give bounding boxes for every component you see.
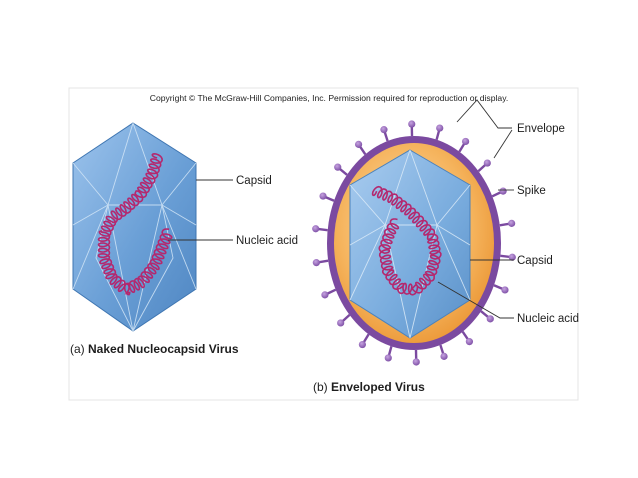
spike-stem: [317, 227, 328, 232]
enveloped-nucleic-acid: [371, 185, 442, 296]
spike-knob: [486, 315, 494, 323]
spike-stem: [326, 288, 337, 296]
envelope-pointer-2: [493, 129, 513, 159]
spike-stem: [338, 167, 348, 176]
spike-knob: [508, 253, 516, 261]
naked-capsid-facets: [72, 122, 197, 332]
spike-knob: [337, 319, 345, 327]
spike-stem: [435, 129, 441, 140]
envelope-label: Envelope: [517, 123, 565, 135]
spike-knob: [358, 340, 366, 349]
spike-knob: [499, 187, 507, 195]
enveloped-caption-title: Enveloped Virus: [331, 380, 425, 394]
spike-knob: [334, 163, 342, 171]
enveloped-capsid: [349, 149, 471, 339]
spike-knob: [312, 225, 320, 233]
spike-stem: [458, 142, 466, 153]
spike-stem: [324, 195, 335, 202]
enveloped-caption-prefix: (b): [313, 380, 331, 394]
naked-capsid: [72, 122, 197, 332]
spike-knob: [436, 124, 444, 132]
spike-knob: [465, 338, 474, 346]
naked-caption: (a) Naked Nucleocapsid Virus: [70, 342, 239, 356]
spike-knob: [321, 291, 329, 299]
enveloped-nucleic-acid-label: Nucleic acid: [517, 313, 579, 325]
spike-stem: [491, 190, 502, 198]
envelope-spikes: [312, 120, 516, 366]
spike-knob: [408, 120, 416, 128]
spike-stem: [500, 254, 511, 259]
naked-virus: [72, 122, 197, 332]
spike-knob: [440, 352, 448, 360]
spike-knob: [483, 159, 491, 167]
naked-nucleic-acid: [97, 152, 173, 296]
spike-knob: [508, 219, 516, 227]
enveloped-capsid-label: Capsid: [517, 255, 553, 267]
spike-stem: [362, 333, 370, 344]
spike-label: Spike: [517, 185, 546, 197]
spike-knob: [501, 286, 509, 294]
spike-stem: [387, 346, 393, 357]
spike-stem: [318, 259, 329, 264]
spike-knob: [462, 137, 470, 146]
spike-knob: [380, 126, 388, 134]
envelope-pointer: [456, 99, 512, 129]
spike-stem: [480, 310, 490, 319]
naked-caption-prefix: (a): [70, 342, 88, 356]
spike-stem: [341, 314, 351, 323]
spike-knob: [319, 192, 327, 200]
spike-stem: [493, 284, 504, 291]
spike-knob: [354, 140, 363, 148]
spike-stem: [358, 145, 367, 155]
enveloped-capsid-facets: [349, 149, 471, 339]
spike-stem: [383, 131, 389, 142]
spike-stem: [499, 222, 510, 227]
enveloped-nucleic-acid-pointer: [437, 281, 514, 319]
spike-knob: [384, 354, 392, 362]
spike-knob: [412, 358, 420, 366]
naked-capsid-label: Capsid: [236, 175, 272, 187]
copyright-text: Copyright © The McGraw-Hill Companies, I…: [150, 93, 509, 103]
enveloped-caption: (b) Enveloped Virus: [313, 380, 425, 394]
spike-knob: [312, 259, 320, 267]
spike-stem: [439, 344, 445, 355]
enveloped-virus: [312, 120, 516, 366]
spike-stem: [477, 163, 487, 172]
spike-stem: [461, 331, 470, 341]
naked-caption-title: Naked Nucleocapsid Virus: [88, 342, 239, 356]
naked-nucleic-acid-label: Nucleic acid: [236, 235, 298, 247]
